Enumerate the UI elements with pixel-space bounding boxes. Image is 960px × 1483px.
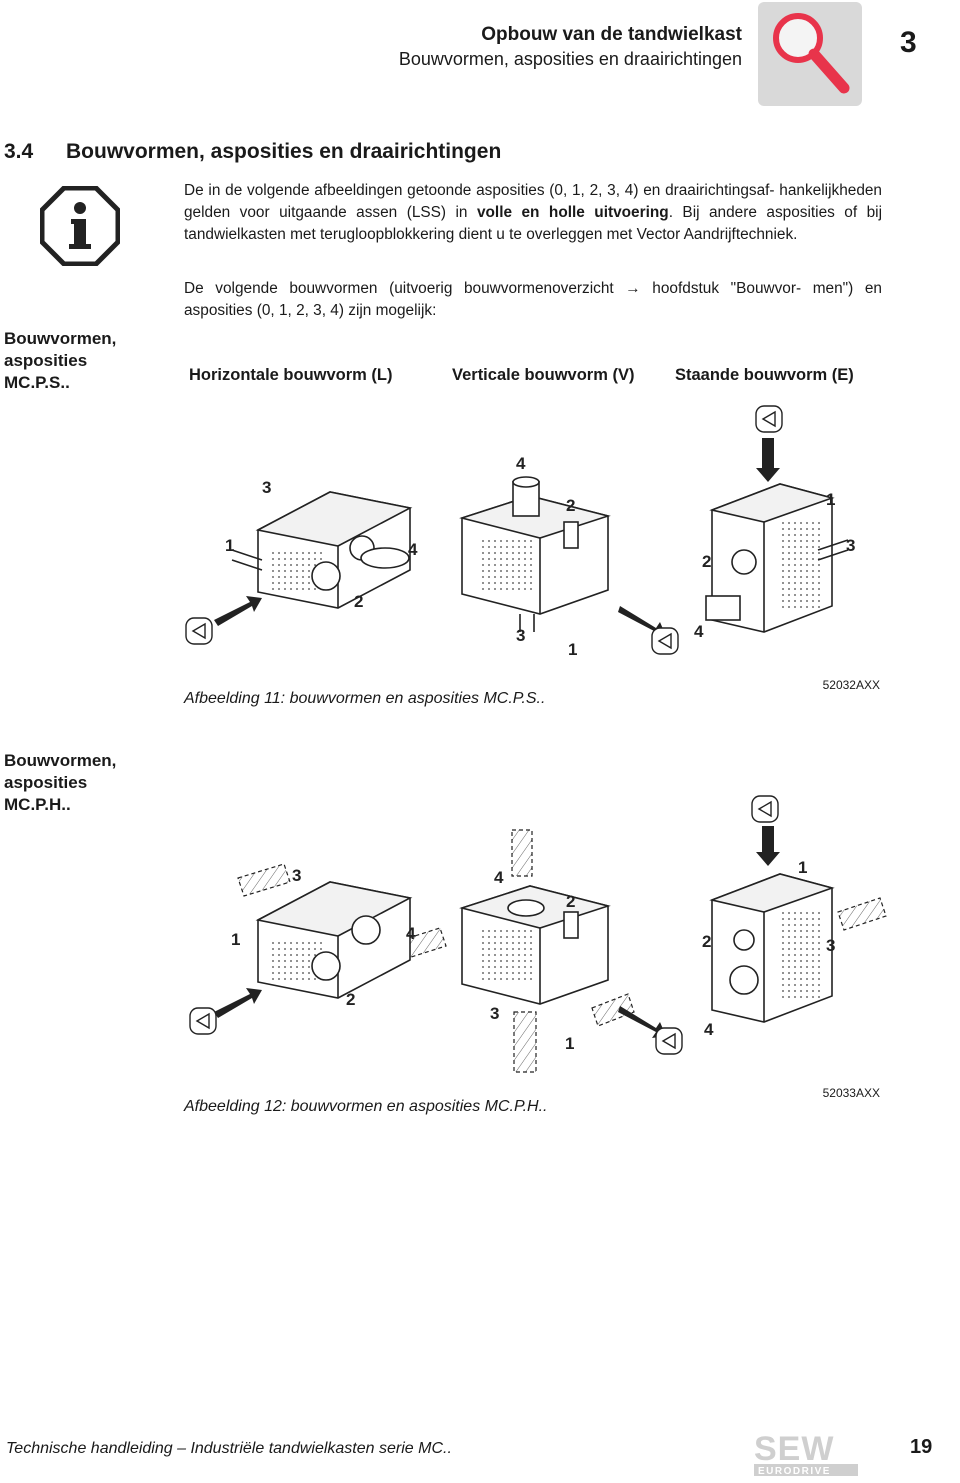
axis-label: 2 (702, 932, 712, 951)
gearbox-horizontal (255, 881, 413, 999)
axis-label: 3 (262, 478, 272, 497)
axis-label: 1 (826, 490, 836, 509)
page-number: 19 (910, 1436, 933, 1458)
section-title: Bouwvormen, asposities en draairichtinge… (66, 140, 502, 163)
axis-label: 4 (516, 454, 526, 473)
sidebar-label-ps: Bouwvormen, asposities MC.P.S.. (4, 328, 116, 394)
eye-marker-icon (189, 795, 779, 1055)
axis-label: 1 (231, 930, 241, 949)
axis-label: 1 (565, 1034, 575, 1053)
figure-11-drawing (185, 405, 849, 655)
axis-label: 1 (568, 640, 578, 659)
logo-sub: EURODRIVE (758, 1466, 831, 1477)
para-text: . Bij andere asposities of bij tandwielk… (184, 204, 882, 243)
section-number: 3.4 (4, 140, 34, 163)
axis-label: 4 (494, 868, 504, 887)
logo-main: SEW (754, 1430, 834, 1468)
view-arrow (214, 826, 780, 1038)
info-icon (39, 185, 121, 271)
sidebar-label-line: asposities (4, 773, 88, 792)
gearbox-vertical (459, 885, 611, 1005)
para-text: De in de volgende afbeeldingen getoonde … (184, 182, 882, 221)
axis-label: 3 (826, 936, 836, 955)
col-head-standing: Staande bouwvorm (E) (675, 366, 854, 384)
axis-label: 4 (694, 622, 704, 641)
hollow-shaft (237, 829, 887, 1073)
figure-11-caption: Afbeelding 11: bouwvormen en asposities … (184, 690, 546, 707)
axis-label: 3 (846, 536, 856, 555)
axis-label: 2 (702, 552, 712, 571)
eye-marker-icon (185, 405, 783, 655)
sidebar-label-line: MC.P.H.. (4, 795, 71, 814)
axis-label: 4 (406, 924, 416, 943)
axis-label: 2 (354, 592, 364, 611)
axis-label: 2 (566, 496, 576, 515)
axis-label: 2 (566, 892, 576, 911)
figure-12-caption: Afbeelding 12: bouwvormen en asposities … (184, 1098, 548, 1115)
chapter-number: 3 (900, 26, 917, 59)
axis-label: 4 (408, 540, 418, 559)
footer-text: Technische handleiding – Industriële tan… (6, 1440, 452, 1457)
axis-label: 3 (292, 866, 302, 885)
sidebar-label-line: Bouwvormen, (4, 751, 117, 770)
axis-label: 2 (346, 990, 356, 1009)
gearbox-standing (705, 483, 849, 633)
figure-11-code: 52032AXX (822, 678, 880, 692)
gearbox-horizontal (231, 491, 413, 609)
sew-eurodrive-logo: SEW EURODRIVE (752, 1428, 862, 1483)
figure-12-code: 52033AXX (822, 1086, 880, 1100)
figure-12-drawing (189, 795, 887, 1073)
section-heading: 3.4 Bouwvormen, asposities en draairichti… (4, 140, 501, 164)
axis-label: 3 (516, 626, 526, 645)
magnifier-icon (758, 2, 862, 106)
gearbox-vertical (459, 476, 611, 632)
gearbox-standing (709, 873, 835, 1023)
col-head-vertical: Verticale bouwvorm (V) (452, 366, 635, 384)
col-head-horizontal: Horizontale bouwvorm (L) (189, 366, 393, 384)
axis-label: 1 (798, 858, 808, 877)
sidebar-label-ph: Bouwvormen, asposities MC.P.H.. (4, 750, 116, 816)
axis-label: 4 (704, 1020, 714, 1039)
axis-label: 1 (225, 536, 235, 555)
intro-paragraph: De in de volgende afbeeldingen getoonde … (184, 180, 882, 246)
sidebar-label-line: MC.P.S.. (4, 373, 70, 392)
header-subtitle: Bouwvormen, asposities en draairichtinge… (398, 49, 742, 69)
figure-11: 3 1 4 2 4 2 3 1 1 2 3 4 (0, 400, 960, 700)
figure-12: 3 1 4 2 4 2 3 1 1 2 3 4 (0, 790, 960, 1090)
header-title: Opbouw van de tandwielkast (481, 24, 742, 45)
second-paragraph: De volgende bouwvormen (uitvoerig bouwvo… (184, 280, 882, 319)
sidebar-label-line: asposities (4, 351, 88, 370)
sidebar-label-line: Bouwvormen, (4, 329, 117, 348)
axis-label: 3 (490, 1004, 500, 1023)
para-bold: volle en holle uitvoering (476, 204, 669, 221)
